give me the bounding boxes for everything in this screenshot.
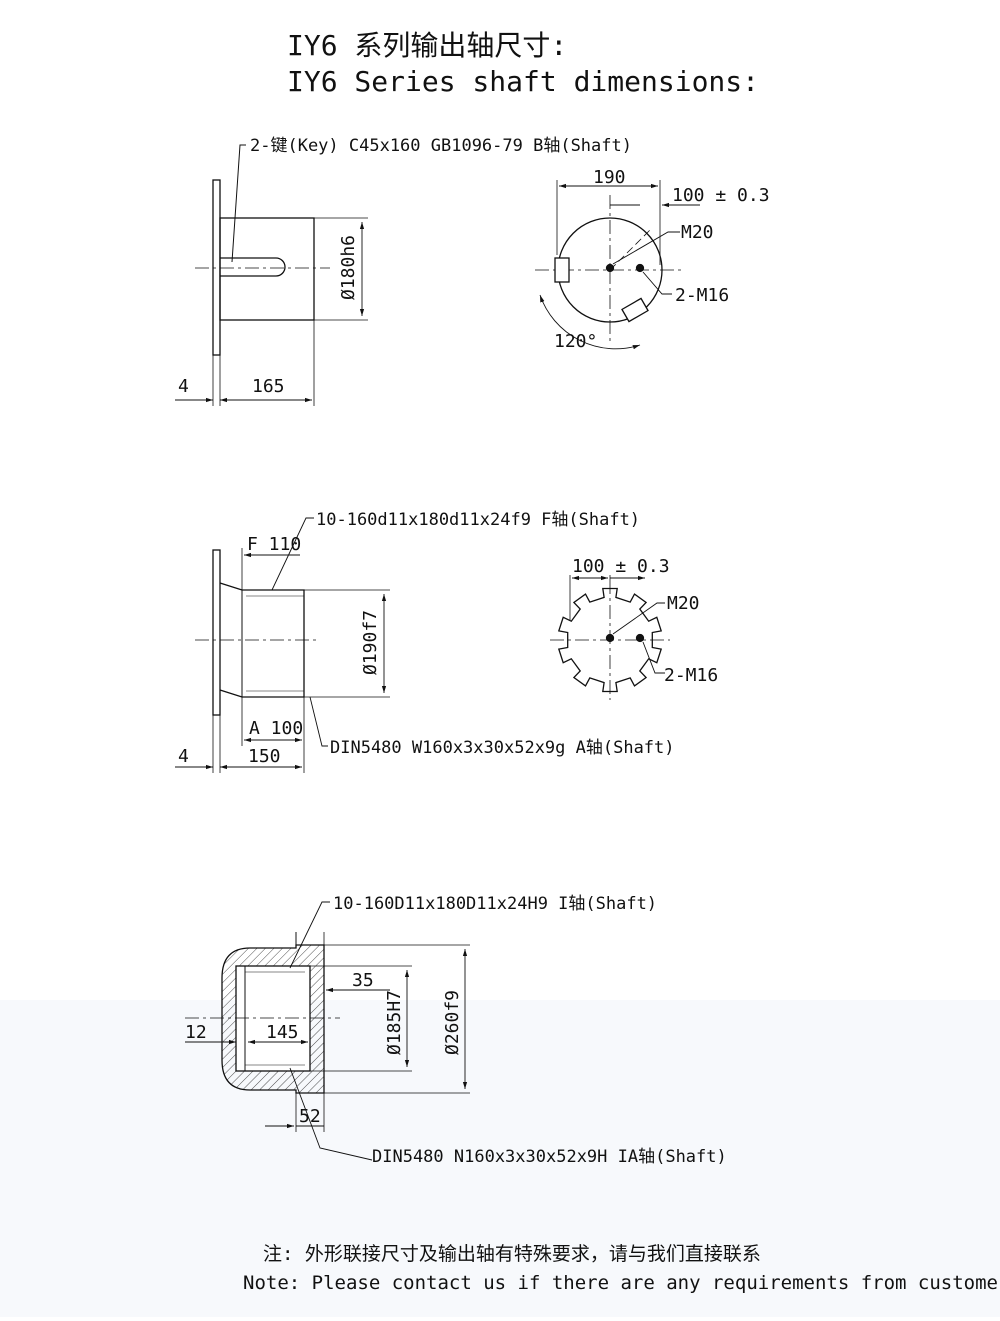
i-dim-35: 35 [352, 970, 374, 991]
f-m20-hole [605, 633, 615, 643]
f-end-m20: M20 [667, 593, 700, 614]
b-end-offset: 100 ± 0.3 [672, 185, 770, 206]
f-len-f: F 110 [247, 534, 301, 555]
section-f-end-view [550, 575, 670, 700]
f-end-offset: 100 ± 0.3 [572, 556, 670, 577]
b-end-m16: 2-M16 [675, 285, 729, 306]
f-m16-hole [635, 633, 645, 643]
i-bore [235, 965, 311, 1072]
i-callout: 10-160D11x180D11x24H9 I轴(Shaft) [333, 894, 657, 914]
b-dia-label: Ø180h6 [338, 235, 359, 300]
section-b-shaft [175, 144, 368, 406]
b-end-angle: 120° [554, 331, 597, 352]
f-len-flange: 4 [178, 746, 189, 767]
f-len-a: A 100 [249, 718, 303, 739]
b-callout: 2-键(Key) C45x160 GB1096-79 B轴(Shaft) [250, 136, 632, 156]
b-flange [212, 179, 221, 356]
b-angle-arc [539, 294, 641, 350]
b-shaft-body [219, 217, 315, 321]
note-cn: 注: 外形联接尺寸及输出轴有特殊要求，请与我们直接联系 [263, 1243, 761, 1265]
b-callout-leader [231, 144, 246, 263]
b-key-right [621, 297, 649, 323]
b-key-slot [220, 257, 286, 277]
background-band [0, 1000, 1000, 1317]
i-dia-inner: Ø185H7 [384, 990, 405, 1055]
f-callout-a: DIN5480 W160x3x30x52x9g A轴(Shaft) [330, 738, 675, 758]
b-end-width: 190 [593, 167, 626, 188]
b-key-left [554, 257, 570, 283]
i-dim-52: 52 [299, 1106, 321, 1127]
b-m20-hole [605, 263, 615, 273]
i-callout-ia: DIN5480 N160x3x30x52x9H IA轴(Shaft) [372, 1147, 727, 1167]
f-spline-outline [557, 587, 663, 693]
section-b-end-view [535, 180, 700, 350]
b-len-flange: 4 [178, 376, 189, 397]
section-i-hollow-shaft [185, 901, 470, 1161]
b-m16-hole [635, 263, 645, 273]
b-len-shaft: 165 [252, 376, 285, 397]
f-callout: 10-160d11x180d11x24f9 F轴(Shaft) [316, 510, 640, 530]
title-en: IY6 Series shaft dimensions: [287, 65, 759, 98]
section-f-shaft [175, 517, 390, 773]
f-end-m16: 2-M16 [664, 665, 718, 686]
f-shaft-body [219, 582, 305, 698]
b-end-m20: M20 [681, 222, 714, 243]
i-dim-12: 12 [185, 1022, 207, 1043]
f-dia-label: Ø190f7 [360, 610, 381, 675]
f-len-shaft: 150 [248, 746, 281, 767]
f-flange [212, 549, 221, 716]
i-dia-outer: Ø260f9 [442, 990, 463, 1055]
note-en: Note: Please contact us if there are any… [243, 1272, 1000, 1294]
i-dim-145: 145 [266, 1022, 299, 1043]
title-cn: IY6 系列输出轴尺寸: [287, 29, 567, 62]
